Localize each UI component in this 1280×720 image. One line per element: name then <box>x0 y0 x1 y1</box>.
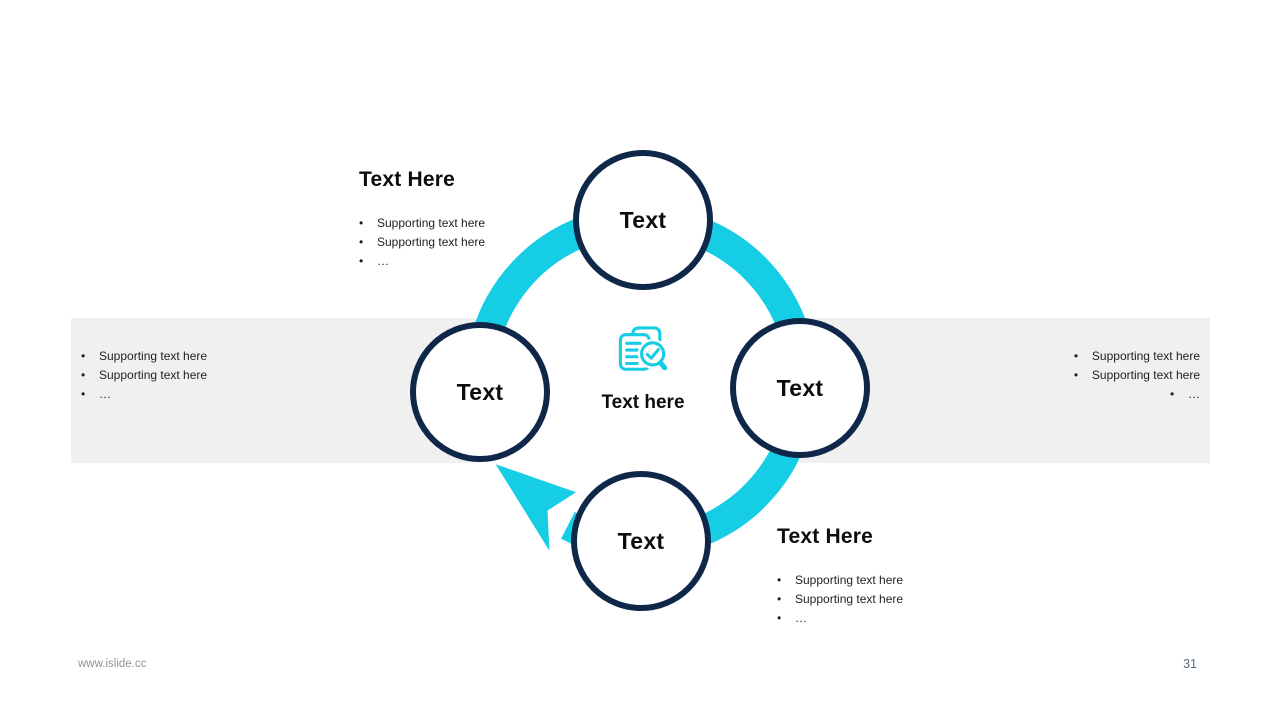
bullet-item: • … <box>1074 387 1200 406</box>
bullet-item: • … <box>777 611 903 630</box>
text-block-top-left: Text Here • Supporting text here • Suppo… <box>359 168 485 273</box>
bullet-text: Supporting text here <box>377 235 486 249</box>
cycle-node-right-label: Text <box>776 374 824 401</box>
footer-website: www.islide.cc <box>78 658 147 670</box>
center-label: Text here <box>601 392 685 413</box>
bullet-text: Supporting text here <box>99 368 208 382</box>
bullet-text: Supporting text here <box>795 573 904 587</box>
cycle-node-left-label: Text <box>456 378 504 405</box>
bullet-text: … <box>99 387 111 401</box>
cycle-node-bottom: Text <box>571 471 711 611</box>
bullet-dot: • <box>1073 349 1079 363</box>
documents-magnifier-check-icon <box>618 326 668 371</box>
bullet-item: • Supporting text here <box>81 368 207 387</box>
bullet-dot: • <box>81 368 86 382</box>
bullet-dot: • <box>777 592 782 606</box>
bullet-text: Supporting text here <box>795 592 904 606</box>
block-title: Text Here <box>777 525 873 548</box>
cycle-node-right: Text <box>730 318 870 458</box>
bullet-item: • Supporting text here <box>1074 368 1200 387</box>
cycle-arrowhead-icon <box>495 464 576 551</box>
cycle-node-top: Text <box>573 150 713 290</box>
bullet-dot: • <box>81 387 86 401</box>
bullet-text: … <box>1188 387 1200 401</box>
bullet-item: • Supporting text here <box>777 573 903 592</box>
bullet-dot: • <box>777 611 782 625</box>
text-block-right: • Supporting text here • Supporting text… <box>1074 349 1200 406</box>
bullet-text: Supporting text here <box>99 349 208 363</box>
bullet-item: • Supporting text here <box>359 235 485 254</box>
bullet-dot: • <box>1170 387 1175 401</box>
text-block-bottom-right: Text Here • Supporting text here • Suppo… <box>777 525 903 630</box>
bullet-dot: • <box>777 573 782 587</box>
bullet-dot: • <box>359 235 364 249</box>
bullet-text: Supporting text here <box>1091 368 1200 382</box>
bullet-item: • Supporting text here <box>777 592 903 611</box>
bullet-item: • Supporting text here <box>359 216 485 235</box>
bullet-item: • … <box>359 254 485 273</box>
bullet-dot: • <box>1073 368 1079 382</box>
bullet-text: … <box>795 611 807 625</box>
cycle-node-left: Text <box>410 322 550 462</box>
bullet-dot: • <box>359 254 364 268</box>
bullet-item: • Supporting text here <box>1074 349 1200 368</box>
bullet-text: … <box>377 254 389 268</box>
page-number: 31 <box>1183 657 1197 671</box>
bullet-dot: • <box>359 216 364 230</box>
block-title: Text Here <box>359 168 455 191</box>
bullet-item: • Supporting text here <box>81 349 207 368</box>
bullet-text: Supporting text here <box>1091 349 1200 363</box>
cycle-node-bottom-label: Text <box>617 527 665 554</box>
bullet-dot: • <box>81 349 86 363</box>
cycle-node-top-label: Text <box>619 206 667 233</box>
text-block-left: • Supporting text here • Supporting text… <box>81 349 207 406</box>
bullet-item: • … <box>81 387 207 406</box>
bullet-text: Supporting text here <box>377 216 486 230</box>
